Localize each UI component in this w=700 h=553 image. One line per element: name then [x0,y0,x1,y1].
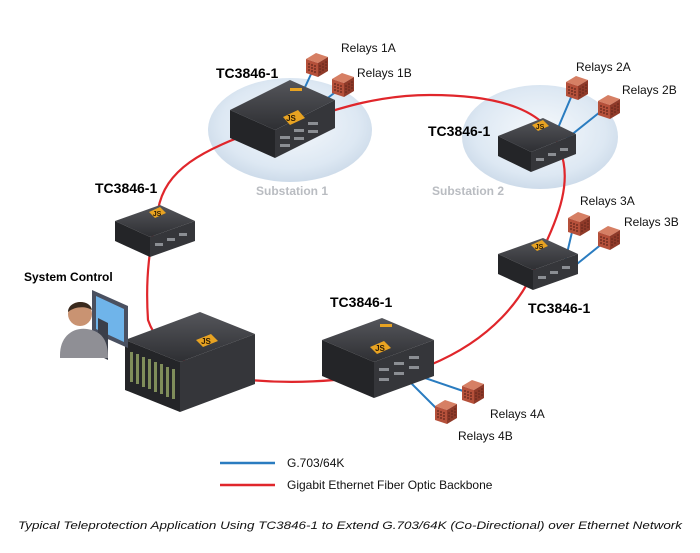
figure-caption: Typical Teleprotection Application Using… [18,520,683,532]
device-4-badge: JS [531,240,548,251]
system-control-rack-badge-text: JS [201,337,211,346]
device-3 [115,205,195,257]
device-4 [498,238,578,290]
relay-4b [435,400,457,424]
device-2-badge: JS [532,120,549,131]
device-5 [322,318,434,398]
device-2-badge-text: JS [536,124,545,131]
device-1-label: TC3846-1 [216,65,278,81]
substation-2-label: Substation 2 [432,184,504,198]
device-3-badge: JS [149,207,166,218]
relay-1b [332,73,354,97]
device-1 [230,80,335,158]
relay-2a-label: Relays 2A [576,60,631,74]
device-5-badge: JS [370,341,391,354]
relay-4a-label: Relays 4A [490,407,545,421]
operator-workstation [60,290,128,360]
relay-1a [306,53,328,77]
relay-3a-label: Relays 3A [580,194,635,208]
device-2-label: TC3846-1 [428,123,490,139]
device-3-badge-text: JS [153,211,162,218]
system-control-rack [125,312,255,412]
substation-1-label: Substation 1 [256,184,328,198]
device-5-badge-text: JS [375,344,385,353]
device-1-badge: JS [283,110,305,125]
device-4-label: TC3846-1 [528,300,590,316]
relay-3a [568,212,590,236]
relay-3b-label: Relays 3B [624,215,679,229]
device-3-label: TC3846-1 [95,180,157,196]
device-2 [498,118,576,172]
legend-g703-label: G.703/64K [287,456,344,470]
device-1-badge-text: JS [286,114,296,123]
relay-2b [598,95,620,119]
device-5-label: TC3846-1 [330,294,392,310]
relay-1b-label: Relays 1B [357,66,412,80]
system-control-label: System Control [24,270,113,284]
legend-backbone-label: Gigabit Ethernet Fiber Optic Backbone [287,478,493,492]
device-4-badge-text: JS [535,244,544,251]
relay-4a [462,380,484,404]
relay-3b [598,226,620,250]
relay-2b-label: Relays 2B [622,83,677,97]
system-control-rack-badge: JS [196,334,218,347]
relay-4b-label: Relays 4B [458,429,513,443]
relay-1a-label: Relays 1A [341,41,396,55]
